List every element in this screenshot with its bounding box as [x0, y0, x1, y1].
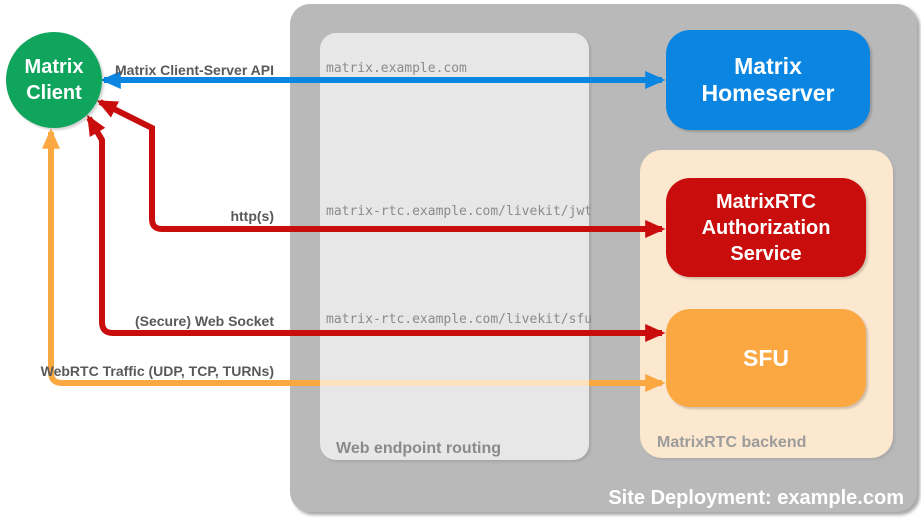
sfu-label: SFU — [743, 344, 789, 371]
endpoint-livekit-jwt: matrix-rtc.example.com/livekit/jwt — [326, 204, 593, 219]
matrix-homeserver-label: Matrix Homeserver — [701, 53, 835, 106]
endpoint-livekit-sfu: matrix-rtc.example.com/livekit/sfu — [326, 312, 593, 327]
matrix-client-label: Matrix Client — [24, 56, 84, 104]
client-server-api-label: Matrix Client-Server API — [115, 62, 274, 78]
matrixrtc-backend-caption: MatrixRTC backend — [657, 434, 807, 451]
endpoint-matrix-example-com: matrix.example.com — [326, 61, 467, 76]
matrixrtc-auth-service-label: MatrixRTC Authorization Service — [701, 190, 831, 265]
matrixrtc-auth-service-node: MatrixRTC Authorization Service — [666, 178, 866, 277]
https-label: http(s) — [230, 208, 274, 224]
webrtc-traffic-label: WebRTC Traffic (UDP, TCP, TURNs) — [40, 363, 274, 379]
sfu-node: SFU — [666, 309, 866, 407]
websocket-sfu-arrow — [86, 114, 666, 342]
matrix-client-node: Matrix Client — [6, 32, 102, 128]
secure-websocket-label: (Secure) Web Socket — [134, 313, 274, 329]
site-deployment-caption: Site Deployment: example.com — [608, 487, 904, 509]
matrix-homeserver-node: Matrix Homeserver — [666, 30, 870, 130]
web-endpoint-routing-caption: Web endpoint routing — [336, 440, 502, 457]
